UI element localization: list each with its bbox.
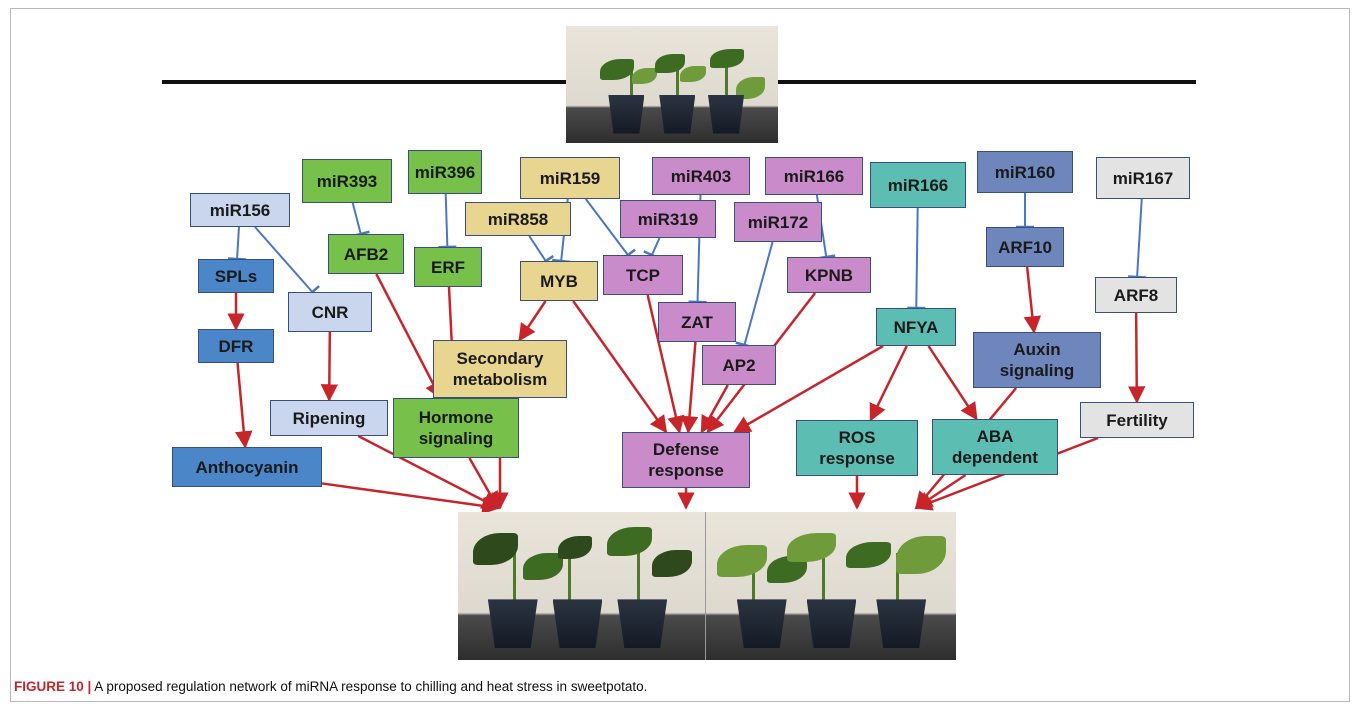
node-mir396: miR396: [408, 150, 482, 194]
node-hormone: Hormone signaling: [393, 398, 519, 458]
inhibit-edge-mir858-myb: [528, 235, 547, 262]
node-mir172: miR172: [734, 202, 822, 242]
node-dfr: DFR: [198, 329, 274, 363]
node-afb2: AFB2: [328, 234, 404, 274]
activate-edge-ripening-bottom-photo: [357, 434, 500, 510]
node-erf: ERF: [414, 247, 482, 287]
node-myb: MYB: [520, 261, 598, 301]
activate-edge-arf10-auxin: [1023, 266, 1042, 334]
node-anthocyanin: Anthocyanin: [172, 447, 322, 487]
inhibit-edge-mir393-afb2: [351, 202, 362, 235]
node-zat: ZAT: [658, 302, 736, 342]
activate-edge-afb2-hormone: [375, 273, 442, 400]
node-mir319: miR319: [620, 200, 716, 238]
node-mir167: miR167: [1096, 157, 1190, 199]
node-aba: ABA dependent: [932, 419, 1058, 475]
figure-frame: [10, 8, 1350, 702]
node-cnr: CNR: [288, 292, 372, 332]
node-mir160: miR160: [977, 151, 1073, 193]
node-mir159: miR159: [520, 157, 620, 199]
node-mir156: miR156: [190, 193, 290, 227]
node-secondary: Secondary metabolism: [433, 340, 567, 398]
node-ap2: AP2: [702, 345, 776, 385]
activate-edge-dfr-anthocyanin: [235, 362, 253, 449]
caption-text: A proposed regulation network of miRNA r…: [91, 679, 648, 694]
activate-edge-nfya-defense: [732, 344, 884, 434]
activate-edge-tcp-defense: [646, 294, 685, 434]
node-arf8: ARF8: [1095, 277, 1177, 313]
top-plant-photo: [566, 26, 778, 143]
node-nfya: NFYA: [876, 308, 956, 346]
activate-edge-nfya-ros: [869, 345, 908, 422]
activate-edge-myb-defense: [572, 300, 668, 434]
node-kpnb: KPNB: [787, 257, 871, 293]
node-mir166a: miR166: [765, 157, 863, 195]
node-mir166b: miR166: [870, 162, 966, 208]
figure-label: FIGURE 10 |: [14, 679, 92, 694]
node-arf10: ARF10: [986, 227, 1064, 267]
bottom-plant-photo: [458, 512, 956, 660]
node-auxin: Auxin signaling: [973, 332, 1101, 388]
inhibit-edge-mir156-spls: [236, 226, 240, 260]
activate-edge-zat-defense: [680, 341, 699, 434]
activate-edge-ap2-defense: [700, 384, 729, 434]
node-defense: Defense response: [622, 432, 750, 488]
inhibit-edge-mir319-tcp: [651, 237, 661, 256]
figure-caption: FIGURE 10 | A proposed regulation networ…: [14, 679, 647, 694]
node-mir393: miR393: [302, 159, 392, 203]
inhibit-edge-mir166b-nfya: [915, 207, 919, 309]
node-tcp: TCP: [603, 255, 683, 295]
node-fertility: Fertility: [1080, 402, 1194, 438]
node-ros: ROS response: [796, 420, 918, 476]
activate-edge-arf8-fertility: [1127, 312, 1146, 404]
node-ripening: Ripening: [270, 400, 388, 436]
inhibit-edge-mir172-ap2: [743, 241, 774, 346]
activate-edge-cnr-ripening: [320, 331, 339, 402]
activate-edge-nfya-aba: [927, 345, 978, 421]
inhibit-edge-mir159-tcp: [585, 198, 629, 256]
inhibit-edge-mir167-arf8: [1136, 198, 1143, 278]
node-mir403: miR403: [652, 157, 750, 195]
inhibit-edge-mir396-erf: [444, 193, 449, 248]
node-mir858: miR858: [465, 202, 571, 236]
activate-edge-myb-secondary: [518, 300, 547, 342]
node-spls: SPLs: [198, 259, 274, 293]
inhibit-edge-mir156-cnr: [254, 226, 314, 293]
activate-edge-anthocyanin-bottom-photo: [321, 482, 500, 515]
